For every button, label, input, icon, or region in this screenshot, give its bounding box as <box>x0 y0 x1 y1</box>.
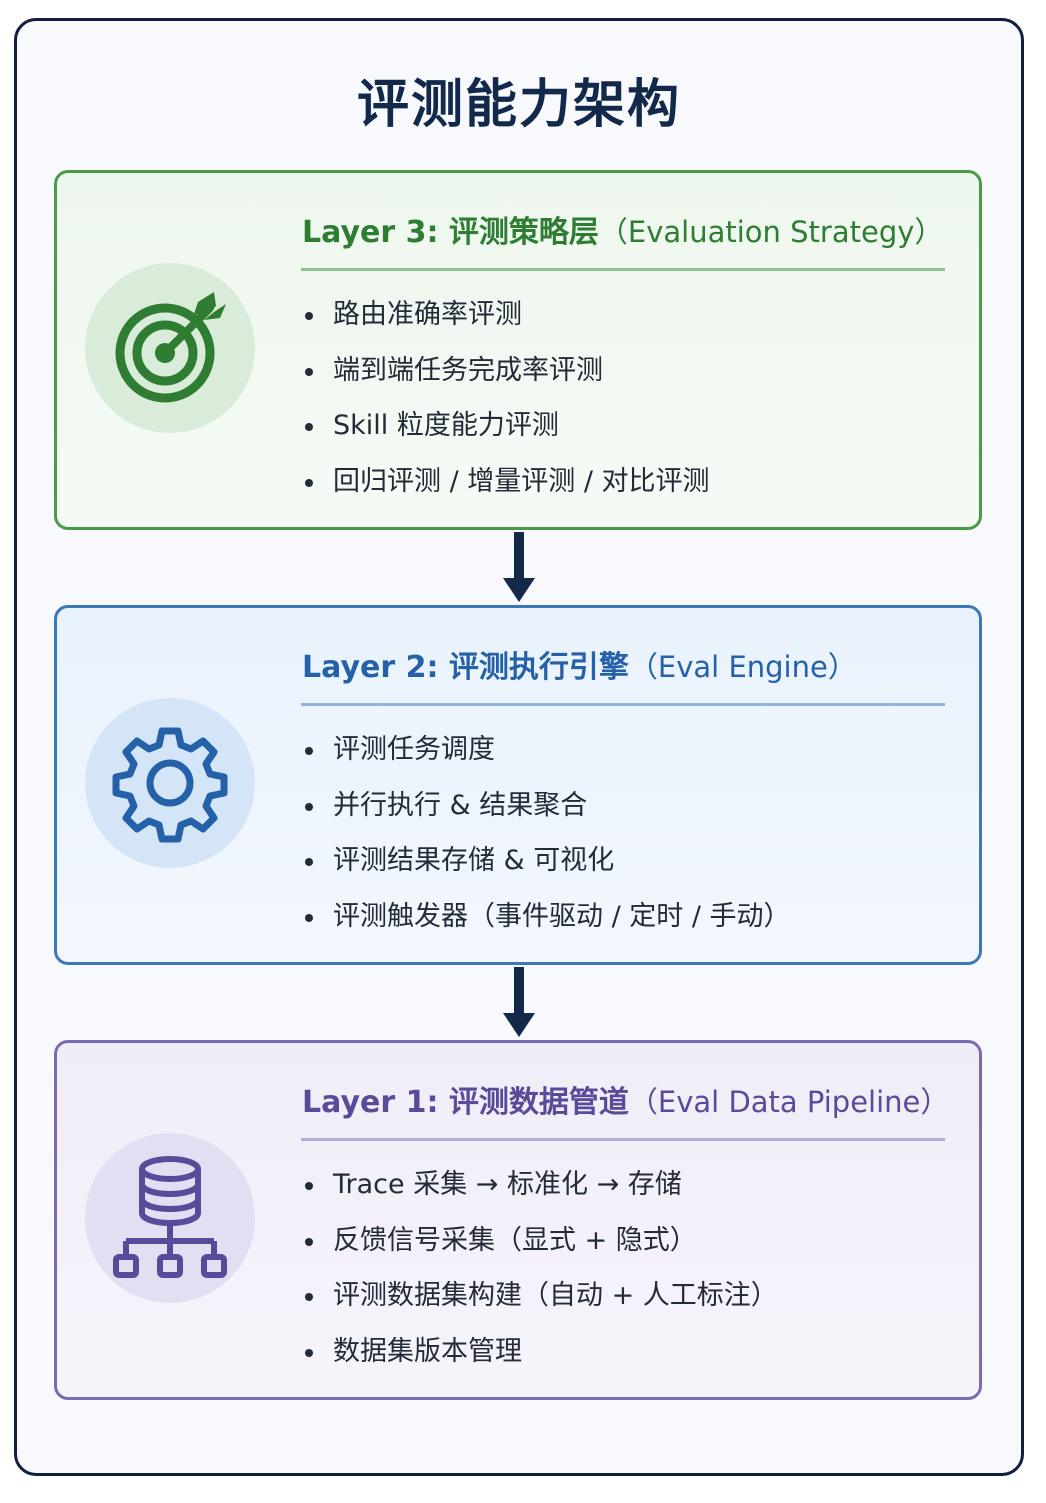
list-item: 评测结果存储 & 可视化 <box>305 837 791 893</box>
layer-3-icon-badge <box>85 263 255 433</box>
list-item: 评测触发器（事件驱动 / 定时 / 手动） <box>305 893 791 949</box>
list-item: 路由准确率评测 <box>305 291 710 347</box>
layer-3-card: Layer 3: 评测策略层（Evaluation Strategy） 路由准确… <box>54 170 982 530</box>
list-item: 评测数据集构建（自动 + 人工标注） <box>305 1272 778 1328</box>
page-title: 评测能力架构 <box>356 75 681 135</box>
list-item: 端到端任务完成率评测 <box>305 347 710 403</box>
list-item: 反馈信号采集（显式 + 隐式） <box>305 1217 778 1273</box>
list-item: 并行执行 & 结果聚合 <box>305 782 791 838</box>
layer-1-card: Layer 1: 评测数据管道（Eval Data Pipeline） Trac… <box>54 1040 982 1400</box>
layer-2-card: Layer 2: 评测执行引擎（Eval Engine） 评测任务调度 并行执行… <box>54 605 982 965</box>
down-arrow-icon <box>503 532 535 602</box>
list-item: 评测任务调度 <box>305 726 791 782</box>
down-arrow-icon <box>503 967 535 1037</box>
list-item: 数据集版本管理 <box>305 1328 778 1384</box>
layer-3-divider <box>301 268 945 271</box>
database-network-icon <box>113 1156 227 1278</box>
layer-3-title-english: （Evaluation Strategy） <box>598 215 944 249</box>
layer-2-divider <box>301 703 945 706</box>
layer-1-item-list: Trace 采集 → 标准化 → 存储 反馈信号采集（显式 + 隐式） 评测数据… <box>305 1161 778 1383</box>
list-item: 回归评测 / 增量评测 / 对比评测 <box>305 458 710 514</box>
list-item: Trace 采集 → 标准化 → 存储 <box>305 1161 778 1217</box>
layer-3-item-list: 路由准确率评测 端到端任务完成率评测 Skill 粒度能力评测 回归评测 / 增… <box>305 291 710 513</box>
layer-2-title-main: Layer 2: 评测执行引擎 <box>302 650 629 685</box>
layer-2-title: Layer 2: 评测执行引擎（Eval Engine） <box>302 642 857 686</box>
layer-1-divider <box>301 1138 945 1141</box>
layer-1-title-english: （Eval Data Pipeline） <box>628 1085 950 1119</box>
layer-2-icon-badge <box>85 698 255 868</box>
layer-1-title: Layer 1: 评测数据管道（Eval Data Pipeline） <box>302 1077 949 1121</box>
layer-2-item-list: 评测任务调度 并行执行 & 结果聚合 评测结果存储 & 可视化 评测触发器（事件… <box>305 726 791 948</box>
target-icon <box>115 292 226 403</box>
layer-2-title-english: （Eval Engine） <box>628 650 857 684</box>
layer-1-icon-badge <box>85 1133 255 1303</box>
layer-1-title-main: Layer 1: 评测数据管道 <box>302 1085 629 1120</box>
layer-3-title-main: Layer 3: 评测策略层 <box>302 215 599 250</box>
gear-icon <box>112 727 228 843</box>
list-item: Skill 粒度能力评测 <box>305 402 710 458</box>
layer-3-title: Layer 3: 评测策略层（Evaluation Strategy） <box>302 207 943 251</box>
